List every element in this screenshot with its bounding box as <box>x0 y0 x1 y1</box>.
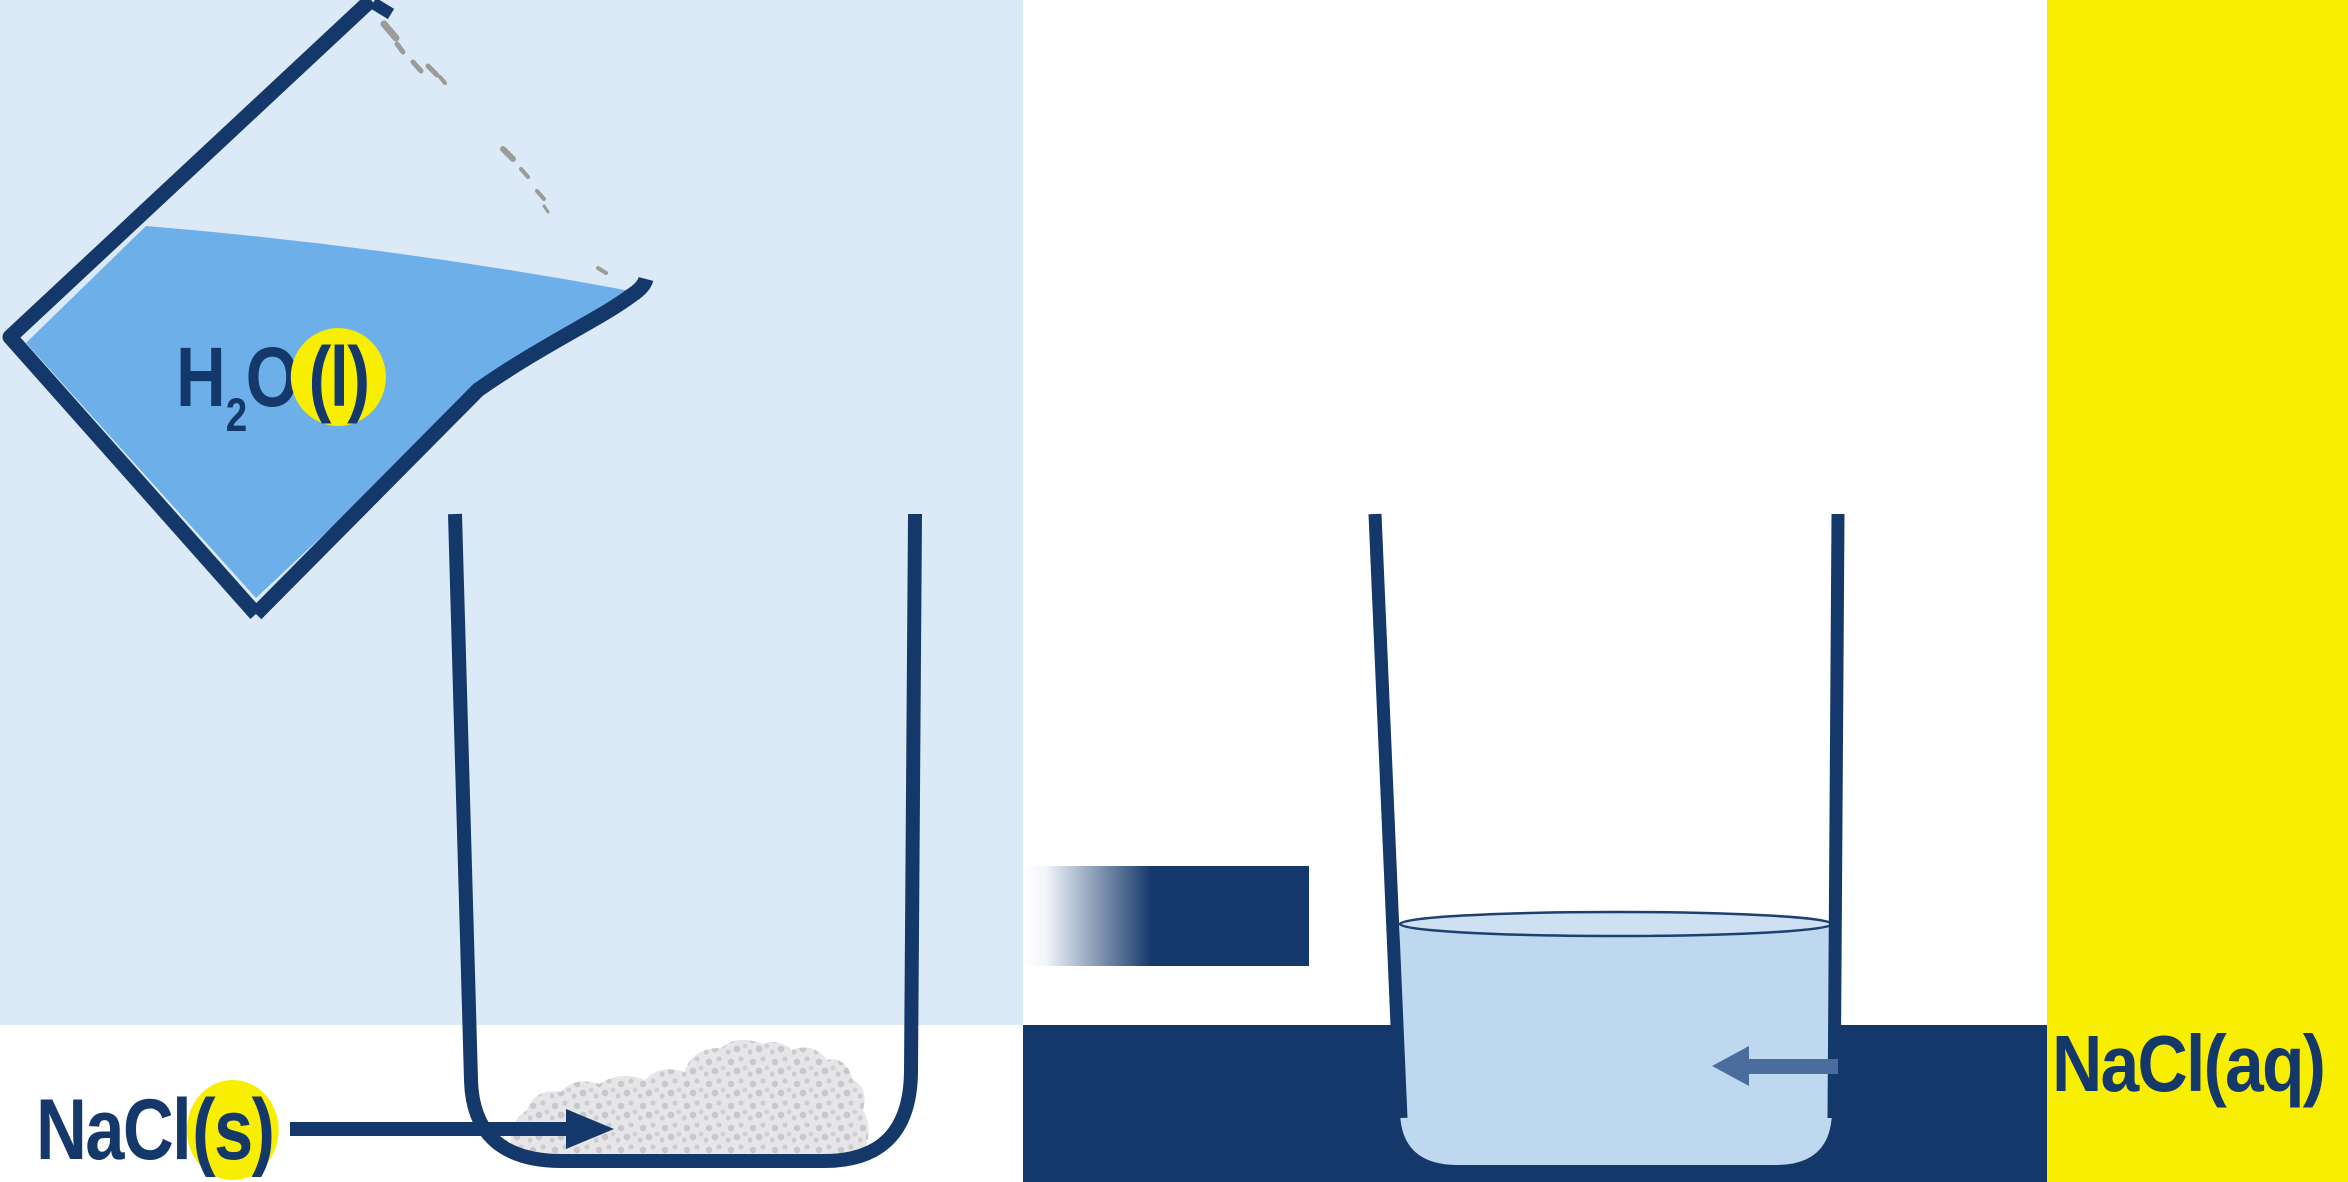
sketch-dash <box>438 75 447 85</box>
h2o-element-o: O <box>245 330 300 424</box>
solution-beaker-right-wall <box>1827 513 1845 1119</box>
nacl-s-formula: NaCl <box>36 1082 192 1178</box>
liquid-state-highlight: (l) <box>290 328 387 426</box>
nacl-s-label: NaCl (s) <box>36 1080 279 1180</box>
sketch-dash <box>425 63 440 78</box>
solution-liquid <box>1400 922 1832 1165</box>
flask-rim-lip <box>369 0 395 20</box>
flask-sketch-dashes <box>380 20 608 275</box>
h2o-state: (l) <box>308 330 370 424</box>
nacl-s-state: (s) <box>192 1082 275 1178</box>
sketch-dash <box>596 266 608 275</box>
sketch-dash <box>410 59 424 74</box>
nacl-aq-formula: NaCl(aq) <box>2052 1019 2326 1108</box>
sketch-dash <box>519 167 530 179</box>
solution-beaker-left-wall <box>1368 513 1408 1119</box>
sketch-dash <box>535 189 546 201</box>
right-arrow-icon <box>290 1109 614 1149</box>
salt-pile-speckles <box>510 1039 869 1160</box>
solid-beaker-outline <box>448 513 922 1168</box>
sketch-dash <box>500 146 516 162</box>
solid-state-highlight: (s) <box>186 1080 279 1180</box>
h2o-subscript: 2 <box>225 387 247 441</box>
flask-outline-left <box>2 0 377 619</box>
h2o-element-h: H <box>176 330 226 424</box>
sketch-dash <box>542 204 550 214</box>
nacl-aq-label: NaCl(aq) <box>2052 1019 2326 1108</box>
solution-beaker <box>1368 513 1845 1165</box>
solid-beaker <box>448 513 922 1168</box>
left-arrow-icon <box>1712 1046 1838 1086</box>
pouring-flask-icon <box>2 0 654 620</box>
fade-in-gradient-bar <box>1023 866 1309 966</box>
yellow-highlight-band <box>2047 0 2348 1182</box>
h2o-label: H 2 O (l) <box>176 328 387 438</box>
sketch-dash <box>394 41 406 55</box>
sketch-dash <box>380 20 400 42</box>
flask-outline-right <box>250 276 654 620</box>
solution-surface <box>1398 910 1834 938</box>
